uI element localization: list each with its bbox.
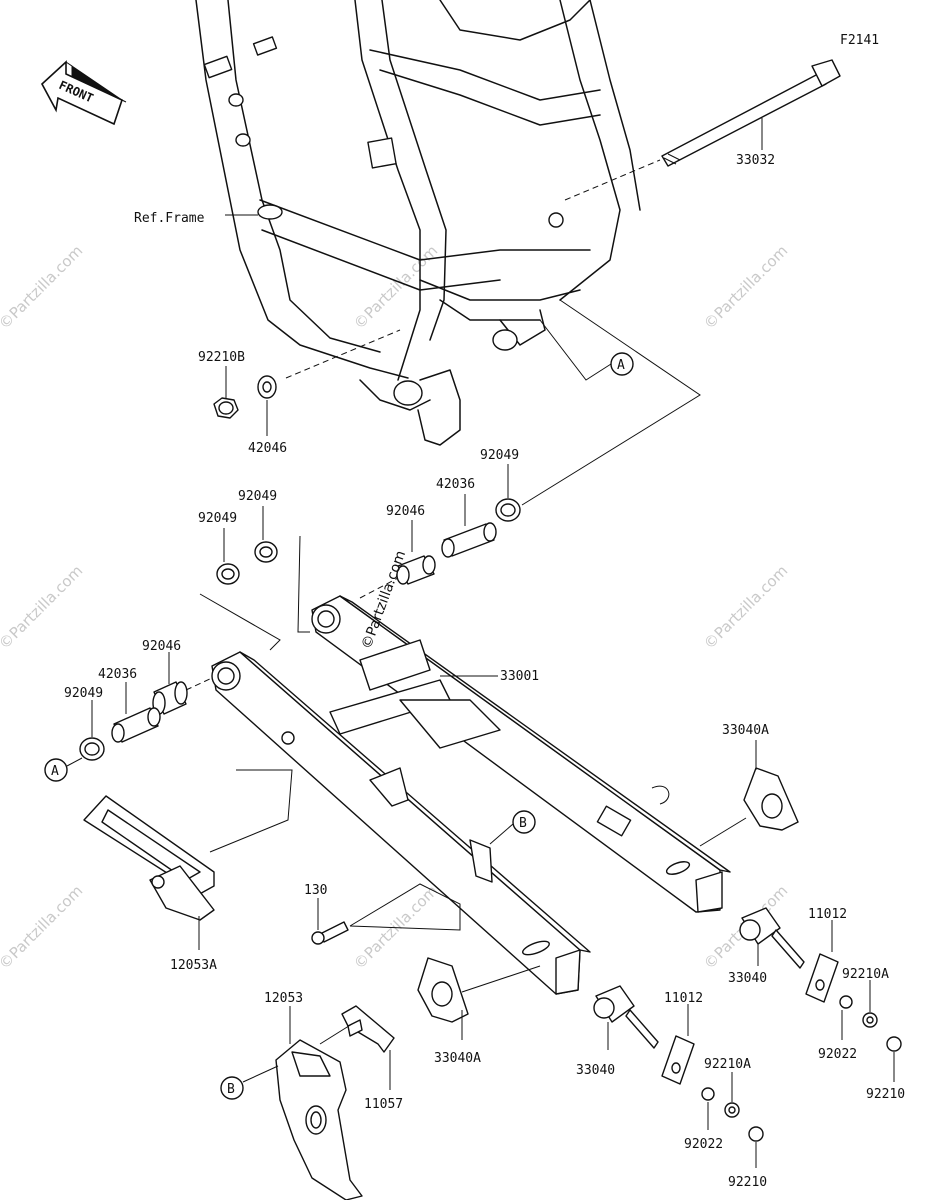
part-number-11057: 11057 [364, 1097, 403, 1112]
watermark: ©Partzilla.com [700, 562, 791, 653]
callout-b-label: B [519, 816, 527, 831]
part-number-42046: 42046 [248, 441, 287, 456]
part-number-92210B: 92210B [198, 350, 245, 365]
pivot-shaft-33032: 33032 [564, 59, 841, 201]
part-number-33040A-right: 33040A [722, 723, 769, 738]
part-number-92022-right: 92022 [818, 1047, 857, 1062]
watermark: ©Partzilla.com [0, 242, 86, 333]
callout-a-label: A [51, 764, 59, 779]
part-number-92210-right: 92210 [866, 1087, 905, 1102]
part-number-92046-left: 92046 [142, 639, 181, 654]
diagram-code: F2141 [840, 33, 879, 48]
bottom-nuts-washers: 92210A 92022 92210 [684, 1057, 767, 1190]
watermark: ©Partzilla.com [0, 882, 86, 973]
callout-a-label: A [617, 358, 625, 373]
part-number-92049-left: 92049 [198, 511, 237, 526]
callout-b-label: B [227, 1082, 235, 1097]
watermark: ©Partzilla.com [700, 242, 791, 333]
part-number-33032: 33032 [736, 153, 775, 168]
adjuster-33040-bottom: 33040 [576, 985, 659, 1078]
part-number-92049-farleft: 92049 [64, 686, 103, 701]
plate-11012-right: 11012 [805, 907, 847, 1003]
part-number-92022-bottom: 92022 [684, 1137, 723, 1152]
pivot-nut-and-washer: 92210B 42046 [198, 329, 401, 456]
callout-b-swingarm: B [489, 810, 536, 845]
right-pivot-parts: 92049 42036 92046 [359, 448, 521, 599]
swingarm-33001: 33001 ©Partzilla.com [211, 549, 731, 995]
part-number-11012-bottom: 11012 [664, 991, 703, 1006]
part-number-92210A-bottom: 92210A [704, 1057, 751, 1072]
bolt-130: 130 [304, 883, 461, 945]
left-pivot-seals: 92049 92049 [198, 489, 310, 651]
callout-b-bottom: B [220, 1065, 279, 1100]
watermark: ©Partzilla.com [350, 242, 441, 333]
part-number-92049-top: 92049 [480, 448, 519, 463]
part-number-92210A-right: 92210A [842, 967, 889, 982]
part-number-92046-top: 92046 [386, 504, 425, 519]
far-left-pivot-parts: 92046 42036 92049 [64, 639, 213, 761]
part-number-11012-right: 11012 [808, 907, 847, 922]
callout-a-bottom: A [44, 757, 83, 782]
part-number-33040-right: 33040 [728, 971, 767, 986]
part-number-92210-bottom: 92210 [728, 1175, 767, 1190]
part-number-12053A: 12053A [170, 958, 217, 973]
bracket-11057: 11057 [319, 1005, 403, 1112]
right-nuts-washers: 92210A 92022 92210 [818, 967, 905, 1102]
part-number-42036-left: 42036 [98, 667, 137, 682]
adjuster-33040-right: 33040 [728, 907, 805, 986]
part-number-130: 130 [304, 883, 327, 898]
front-arrow-icon: FRONT [41, 60, 127, 126]
chain-slider-12053A: 12053A [83, 769, 293, 973]
watermark: ©Partzilla.com [0, 562, 86, 653]
adjuster-plate-33040A-bottom: 33040A [417, 957, 541, 1066]
part-number-12053: 12053 [264, 991, 303, 1006]
ref-frame-label: Ref.Frame [134, 211, 205, 226]
plate-11012-bottom: 11012 [661, 991, 703, 1085]
chain-guard-12053: 12053 [264, 991, 363, 1200]
leader-line [521, 299, 701, 506]
part-number-33001: 33001 [500, 669, 539, 684]
part-number-33040A-bottom: 33040A [434, 1051, 481, 1066]
part-number-33040-bottom: 33040 [576, 1063, 615, 1078]
part-number-42036-top: 42036 [436, 477, 475, 492]
callout-a-top: A [539, 319, 634, 381]
reference-frame: Ref.Frame [134, 0, 641, 446]
adjuster-plate-33040A-right: 33040A [699, 723, 799, 847]
part-number-92049-mid: 92049 [238, 489, 277, 504]
